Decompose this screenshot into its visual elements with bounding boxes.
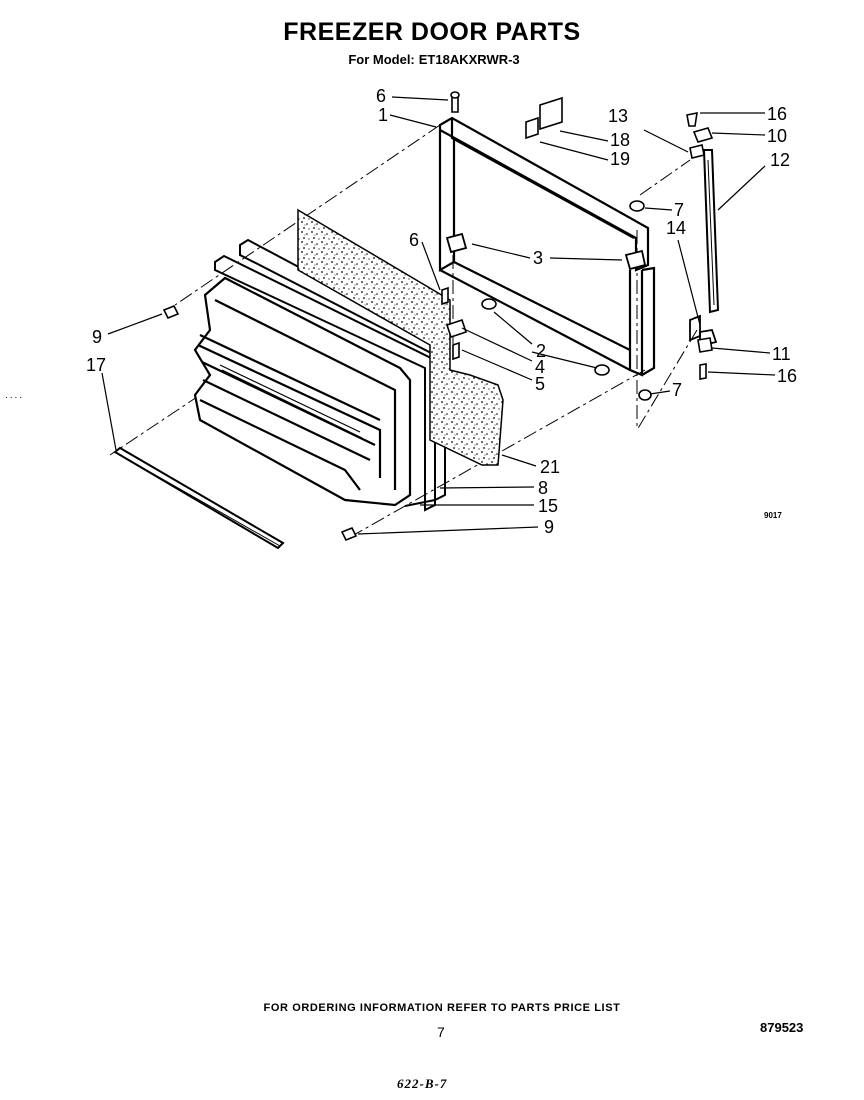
figure-code: 9017 xyxy=(764,511,782,520)
callout-1: 1 xyxy=(378,105,388,125)
callout-7-bottom: 7 xyxy=(672,380,682,400)
callout-9-bottom: 9 xyxy=(544,517,554,537)
insulation-panel xyxy=(297,208,504,466)
model-line: For Model:ET18AKXRWR-3 xyxy=(0,52,864,67)
callout-labels: 6 1 6 3 2 4 5 13 18 19 16 10 12 7 14 11 … xyxy=(86,86,797,537)
callout-14: 14 xyxy=(666,218,686,238)
callout-7-top: 7 xyxy=(674,200,684,220)
callout-13: 13 xyxy=(608,106,628,126)
callout-15: 15 xyxy=(538,496,558,516)
inner-liner xyxy=(214,238,446,512)
bottom-trim xyxy=(113,446,285,550)
model-label: For Model: xyxy=(348,52,415,67)
callout-11: 11 xyxy=(772,344,791,364)
small-hardware xyxy=(162,91,714,542)
callout-19: 19 xyxy=(610,149,630,169)
model-number: ET18AKXRWR-3 xyxy=(418,52,520,67)
hinge-brackets xyxy=(445,232,647,271)
page-title: FREEZER DOOR PARTS xyxy=(283,18,581,46)
door-frame xyxy=(438,116,656,377)
callout-5: 5 xyxy=(535,374,545,394)
callout-8: 8 xyxy=(538,478,548,498)
ordering-info: FOR ORDERING INFORMATION REFER TO PARTS … xyxy=(263,1002,621,1014)
callout-10: 10 xyxy=(767,126,787,146)
margin-mark: .... xyxy=(5,390,25,401)
callout-17: 17 xyxy=(86,355,106,375)
closure-rod xyxy=(702,149,720,314)
callout-16-top: 16 xyxy=(767,104,787,124)
callout-21: 21 xyxy=(540,457,560,477)
handwritten-note: 622-B-7 xyxy=(397,1076,448,1091)
callout-2: 2 xyxy=(536,341,546,361)
callout-6-top: 6 xyxy=(376,86,386,106)
callout-16-bottom: 16 xyxy=(777,366,797,386)
leader-lines xyxy=(101,96,776,535)
callout-3: 3 xyxy=(533,248,543,268)
callout-6-mid: 6 xyxy=(409,230,419,250)
document-number: 879523 xyxy=(760,1020,804,1035)
callout-4: 4 xyxy=(535,357,545,377)
callout-12: 12 xyxy=(770,150,790,170)
door-shell xyxy=(193,276,412,507)
page-number: 7 xyxy=(437,1024,445,1040)
callout-18: 18 xyxy=(610,130,630,150)
callout-9-left: 9 xyxy=(92,327,102,347)
